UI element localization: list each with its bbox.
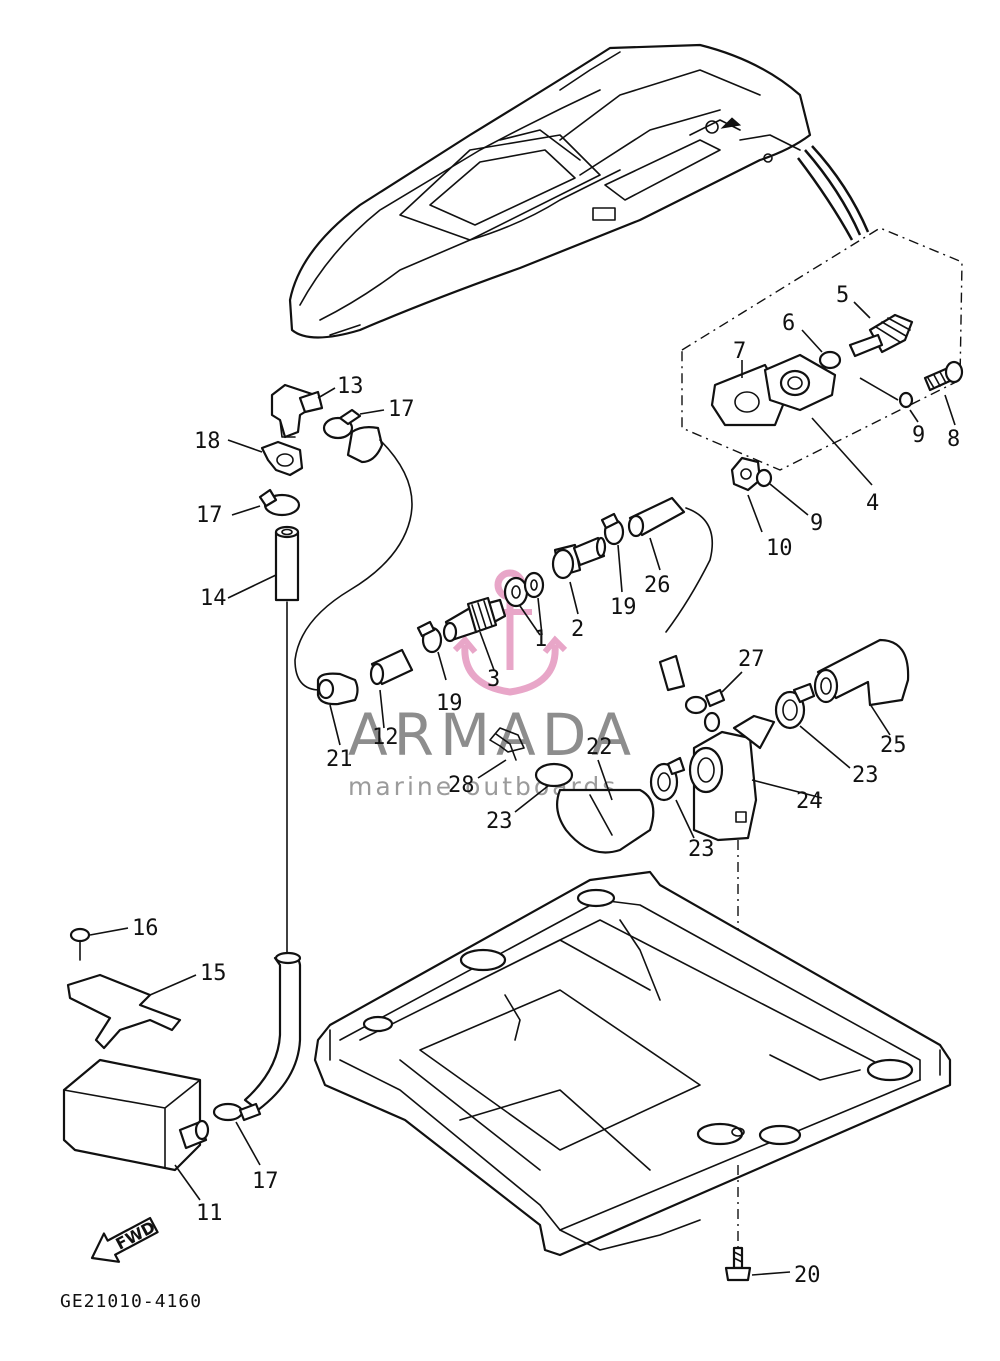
label-part-26: 26 (644, 573, 671, 598)
part-23-clamp-center (649, 756, 695, 839)
label-part-23-right: 23 (852, 763, 879, 788)
label-part-9-upper: 9 (912, 423, 925, 448)
label-part-24: 24 (796, 789, 823, 814)
fwd-label: FWD (112, 1217, 158, 1253)
part-25-elbow (813, 638, 910, 736)
hose-loop-21 (294, 426, 413, 691)
part-28-clip (477, 727, 525, 779)
label-part-9-lower: 9 (810, 511, 823, 536)
label-part-22: 22 (586, 735, 613, 760)
part-18-bracket (227, 439, 304, 477)
label-part-28: 28 (448, 773, 475, 798)
part-13-elbow-fitting (270, 383, 336, 439)
label-part-18: 18 (194, 429, 221, 454)
part-16-screw (69, 927, 129, 961)
label-part-14: 14 (200, 586, 227, 611)
part-8-bolt (923, 360, 964, 426)
label-part-1: 1 (534, 627, 547, 652)
label-part-17-lower: 17 (252, 1169, 279, 1194)
label-part-15: 15 (200, 961, 227, 986)
part-19-clamp-left (416, 620, 447, 681)
callout-labels: 1 2 3 4 5 6 7 8 9 9 10 11 12 13 14 15 16… (132, 283, 960, 1288)
part-23-clamp-right (774, 682, 851, 769)
label-part-3: 3 (487, 667, 500, 692)
label-part-6: 6 (782, 311, 795, 336)
part-17-clamp-upper (322, 408, 385, 440)
label-part-11: 11 (196, 1201, 223, 1226)
part-6-o-ring (801, 329, 842, 370)
part-24-manifold (688, 711, 823, 842)
part-11-canister (62, 1058, 210, 1201)
part-9-washer-lower (755, 468, 809, 516)
label-part-19-left: 19 (436, 691, 463, 716)
label-part-23-center: 23 (688, 837, 715, 862)
part-14-hose-short (227, 525, 300, 602)
label-part-12: 12 (372, 725, 399, 750)
label-part-21: 21 (326, 747, 353, 772)
label-part-23-left: 23 (486, 809, 513, 834)
part-12-hose-sleeve (369, 648, 414, 729)
part-2-nipple (551, 536, 607, 615)
part-4-housing (763, 353, 873, 486)
figure-code: GE21010-4160 (60, 1291, 202, 1312)
part-26-hose (627, 496, 714, 692)
label-part-2: 2 (571, 617, 584, 642)
label-part-8: 8 (947, 427, 960, 452)
watermark-brand: ARMADA (348, 701, 637, 769)
label-part-7: 7 (733, 339, 746, 364)
label-part-27: 27 (738, 647, 765, 672)
label-part-17-upper: 17 (388, 397, 415, 422)
label-part-13: 13 (337, 374, 364, 399)
label-part-17-middle: 17 (196, 503, 223, 528)
watermark-logo: ARMADA marine outboards (348, 569, 637, 801)
part-19-clamp-right (600, 512, 625, 593)
part-17-clamp-lower (212, 1102, 262, 1166)
part-17-clamp-middle (231, 488, 301, 517)
label-part-20: 20 (794, 1263, 821, 1288)
hull-deck (288, 43, 870, 339)
label-part-16: 16 (132, 916, 159, 941)
part-22-elbow-hose (555, 759, 655, 854)
part-9-washer-upper (859, 377, 919, 423)
part-21-hose-elbow (316, 672, 359, 746)
part-20-bolt (724, 1165, 791, 1282)
label-part-10: 10 (766, 536, 793, 561)
label-part-5: 5 (836, 283, 849, 308)
part-3-through-hull-fitting (442, 596, 507, 671)
hose-lower (243, 951, 302, 1112)
part-5-drain-plug (848, 301, 914, 358)
part-1-washers (503, 571, 545, 636)
hull-tray (313, 870, 952, 1257)
label-part-19-right: 19 (610, 595, 637, 620)
fwd-arrow-icon: FWD (90, 1216, 159, 1263)
label-part-25: 25 (880, 733, 907, 758)
part-27-clamp (684, 671, 743, 715)
part-15-bracket (66, 973, 197, 1050)
part-10-nut (730, 456, 763, 533)
part-23-clamp-left (514, 762, 574, 813)
label-part-4: 4 (866, 491, 879, 516)
